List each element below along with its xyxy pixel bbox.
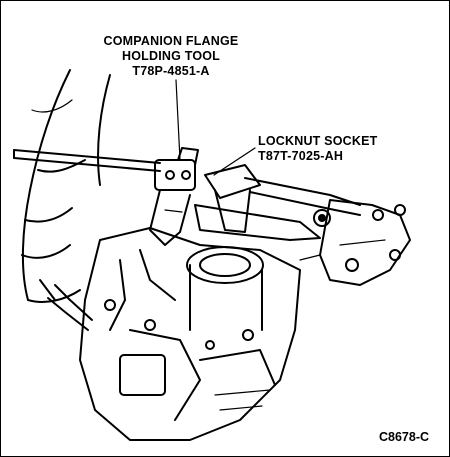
figure-id: C8678-C xyxy=(379,430,430,444)
transmission-housing xyxy=(39,227,301,441)
mechanic-arm xyxy=(21,69,111,303)
locknut-socket-callout: LOCKNUT SOCKET T87T-7025-AH xyxy=(258,134,377,164)
mount-bracket xyxy=(299,199,411,286)
callout-leaders xyxy=(175,79,256,176)
flange-tool-label-line2: HOLDING TOOL xyxy=(122,49,220,63)
holding-tool-head xyxy=(149,147,199,246)
holding-tool-handle xyxy=(13,149,161,172)
flange-tool-part-number: T78P-4851-A xyxy=(132,64,210,78)
locknut-socket-tool xyxy=(194,164,361,241)
flange-tool-label-line1: COMPANION FLANGE xyxy=(103,34,239,48)
flange-tool-callout: COMPANION FLANGE HOLDING TOOL T78P-4851-… xyxy=(96,34,246,79)
locknut-socket-part-number: T87T-7025-AH xyxy=(258,149,344,163)
locknut-socket-label: LOCKNUT SOCKET xyxy=(258,134,378,148)
